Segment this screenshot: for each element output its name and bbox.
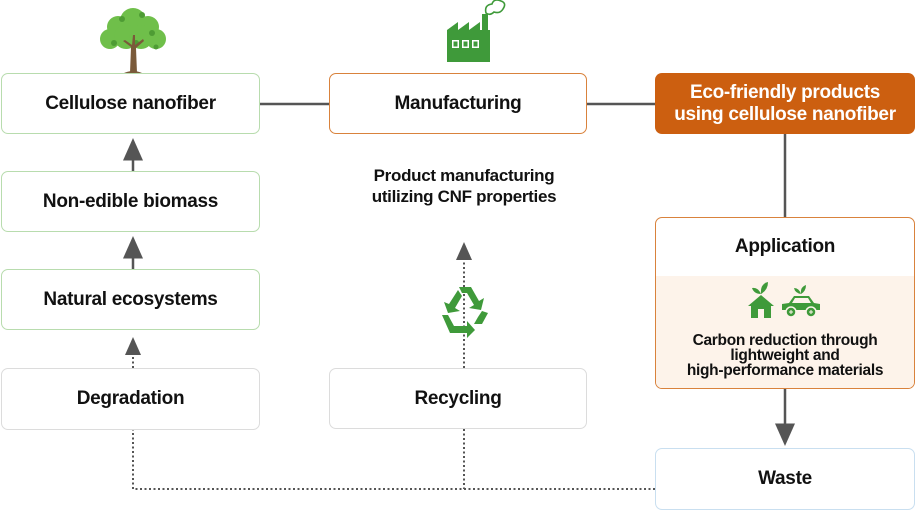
node-degradation: Degradation bbox=[1, 368, 260, 430]
manufacturing-note: Product manufacturing utilizing CNF prop… bbox=[329, 165, 599, 207]
node-label: Degradation bbox=[76, 388, 185, 409]
node-label: Natural ecosystems bbox=[43, 288, 218, 310]
tree-icon bbox=[100, 8, 166, 73]
node-recycling: Recycling bbox=[329, 368, 587, 429]
manufacturing-note-line: Product manufacturing bbox=[373, 166, 555, 185]
node-label: Waste bbox=[758, 468, 812, 489]
manufacturing-note-line: utilizing CNF properties bbox=[371, 187, 557, 206]
eco-house-icon bbox=[748, 282, 774, 318]
application-description-line: lightweight and bbox=[730, 347, 840, 364]
node-label: Manufacturing bbox=[394, 92, 522, 114]
application-body: Carbon reduction through lightweight and… bbox=[656, 276, 914, 388]
node-non-edible-biomass: Non-edible biomass bbox=[1, 171, 260, 232]
factory-icon bbox=[447, 0, 506, 62]
node-label: Application bbox=[734, 236, 836, 257]
node-waste: Waste bbox=[655, 448, 915, 510]
recycle-icon bbox=[442, 287, 488, 338]
application-description-line: Carbon reduction through bbox=[692, 332, 878, 349]
node-natural-ecosystems: Natural ecosystems bbox=[1, 269, 260, 330]
eco-car-icon bbox=[782, 285, 820, 318]
node-label-line: Eco-friendly products bbox=[689, 81, 881, 103]
application-header: Application bbox=[656, 218, 914, 276]
node-eco-friendly-products: Eco-friendly products using cellulose na… bbox=[655, 73, 915, 134]
node-label: Recycling bbox=[414, 387, 502, 409]
node-cellulose-nanofiber: Cellulose nanofiber bbox=[1, 73, 260, 134]
node-label: Non-edible biomass bbox=[42, 190, 219, 212]
application-description-line: high-performance materials bbox=[686, 362, 884, 379]
node-label: Cellulose nanofiber bbox=[45, 92, 216, 114]
node-application: Application Carbon reduction through lig… bbox=[655, 217, 915, 389]
node-label-line: using cellulose nanofiber bbox=[674, 103, 896, 125]
node-manufacturing: Manufacturing bbox=[329, 73, 587, 134]
dotted-return-loop bbox=[132, 430, 655, 490]
node-label: Eco-friendly products using cellulose na… bbox=[674, 82, 896, 126]
application-description: Carbon reduction through lightweight and… bbox=[656, 332, 914, 379]
